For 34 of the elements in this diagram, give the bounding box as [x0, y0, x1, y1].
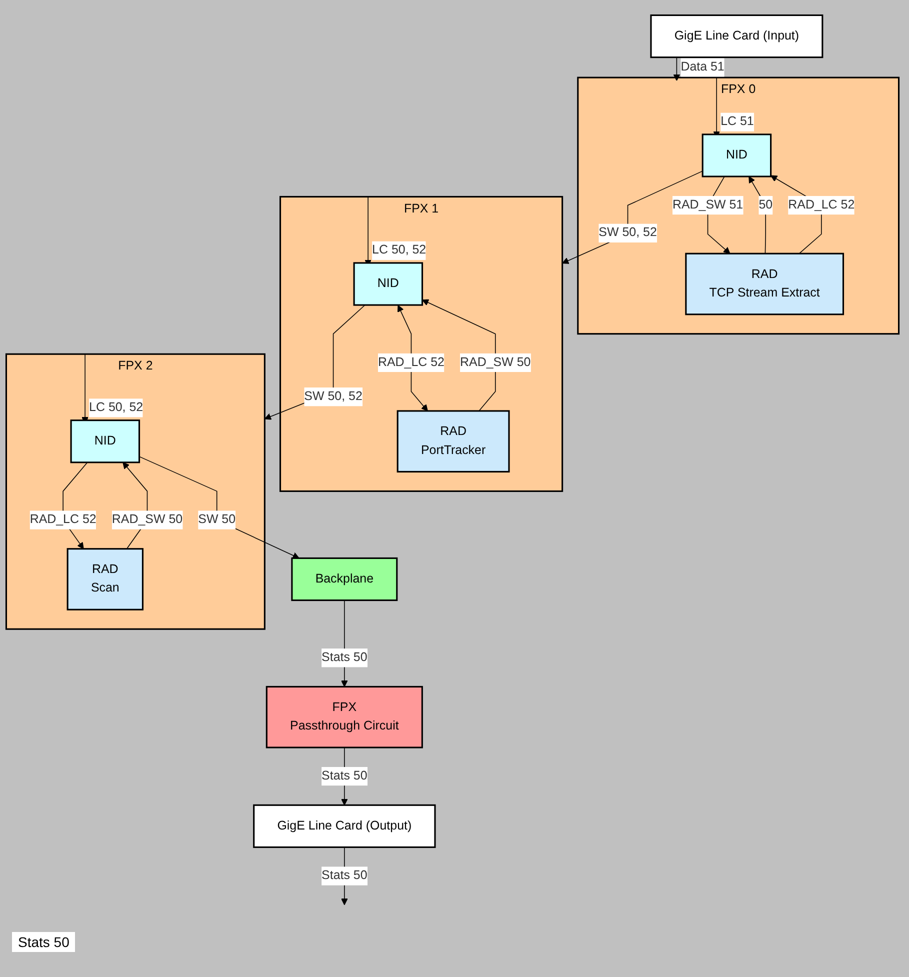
edge-label: LC 50, 52	[89, 400, 144, 414]
arrow	[138, 456, 300, 558]
arrow	[562, 170, 703, 264]
edge-label: RAD_SW 50	[460, 355, 531, 368]
node-box: RAD PortTracker	[396, 410, 510, 472]
node-box: NID	[70, 419, 140, 463]
node-box: FPX Passthrough Circuit	[266, 685, 423, 748]
node-box: GigE Line Card (Input)	[650, 14, 824, 58]
arrow	[748, 176, 766, 254]
node-box: GigE Line Card (Output)	[253, 804, 436, 848]
edge-label: SW 50, 52	[304, 389, 362, 403]
edge-label: RAD_LC 52	[30, 512, 96, 526]
edge-label: LC 50, 52	[372, 243, 426, 256]
edge-label: RAD_SW 51	[672, 198, 744, 212]
edge-label: SW 50	[198, 512, 236, 526]
arrow	[673, 56, 680, 80]
edge-label: Stats 50	[322, 768, 368, 782]
node-box: RAD Scan	[66, 548, 144, 610]
edge-label: 50	[758, 198, 773, 212]
node-box: NID	[702, 133, 772, 177]
arrow	[264, 304, 366, 420]
note-text: Stats 50	[12, 932, 76, 952]
node-box: Backplane	[291, 556, 398, 601]
node-box: RAD TCP Stream Extract	[685, 252, 844, 315]
edge-label: RAD_LC 52	[378, 355, 444, 368]
arrow	[422, 298, 496, 411]
edge-label: RAD_LC 52	[788, 198, 855, 212]
edge-label: Stats 50	[322, 650, 368, 664]
edge-label: LC 51	[720, 114, 754, 128]
edge-label: SW 50, 52	[598, 226, 657, 239]
node-box: NID	[353, 262, 424, 306]
edge-label: Data 51	[680, 60, 724, 74]
edge-label: Stats 50	[322, 868, 368, 882]
edge-label: RAD_SW 50	[112, 512, 183, 526]
